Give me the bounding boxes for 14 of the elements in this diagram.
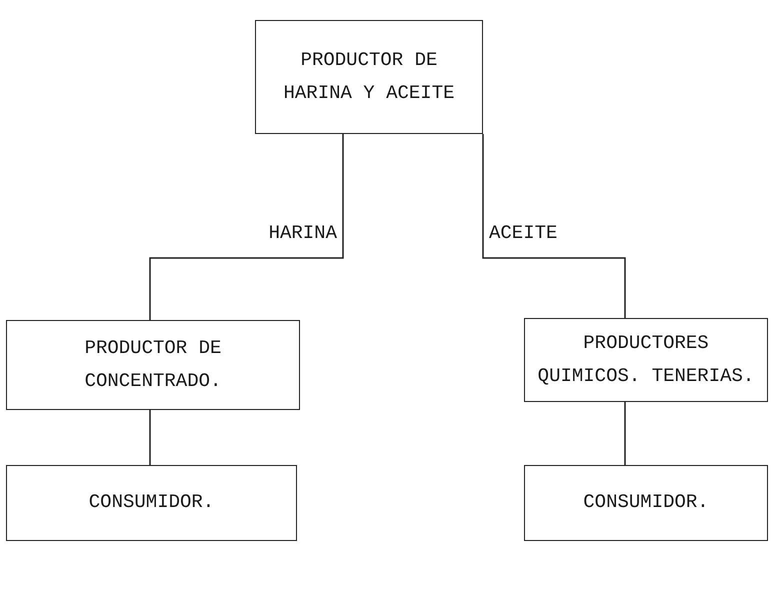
connector-line — [149, 134, 344, 320]
process-box — [524, 318, 768, 402]
box-label: PRODUCTOR DE HARINA Y ACEITE — [282, 48, 456, 106]
box-label: CONSUMIDOR. — [583, 490, 709, 516]
connector-line — [482, 134, 626, 318]
process-box — [6, 320, 300, 410]
connector-line — [624, 402, 626, 465]
box-label: PRODUCTOR DE CONCENTRADO. — [84, 336, 222, 394]
process-box — [524, 465, 768, 541]
process-box — [255, 20, 483, 134]
box-label: PRODUCTORES QUIMICOS. TENERIAS. — [536, 330, 756, 389]
process-box — [6, 465, 297, 541]
connector-line — [149, 410, 151, 465]
box-label: CONSUMIDOR. — [88, 490, 214, 516]
